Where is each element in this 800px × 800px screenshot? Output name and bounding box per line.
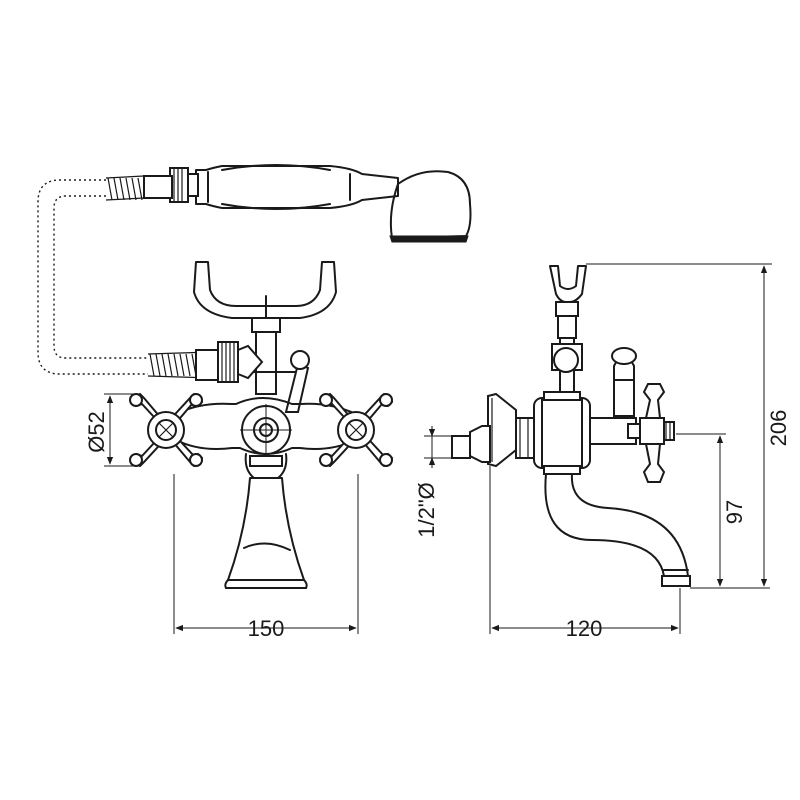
- dimension-depth-side: 120: [489, 466, 681, 641]
- label-97: 97: [722, 500, 747, 524]
- label-half-inch-diameter: 1/2"Ø: [414, 482, 439, 538]
- left-cross-handle: [129, 392, 204, 468]
- front-view: [129, 261, 394, 589]
- label-150: 150: [248, 616, 285, 641]
- dimension-inlet-thread: 1/2"Ø: [414, 426, 452, 538]
- dimension-width-front: 150: [173, 474, 359, 641]
- label-120: 120: [566, 616, 603, 641]
- dimension-total-height: 206: [586, 263, 791, 587]
- right-cross-handle: [319, 392, 394, 468]
- label-diameter-52: Ø52: [84, 411, 109, 453]
- flexible-hose: [37, 179, 148, 375]
- label-206: 206: [766, 410, 791, 447]
- side-view: [451, 265, 691, 587]
- dimension-spout-height: 97: [676, 433, 770, 589]
- dimension-handle-diameter: Ø52: [84, 393, 138, 467]
- hand-shower: [105, 164, 472, 243]
